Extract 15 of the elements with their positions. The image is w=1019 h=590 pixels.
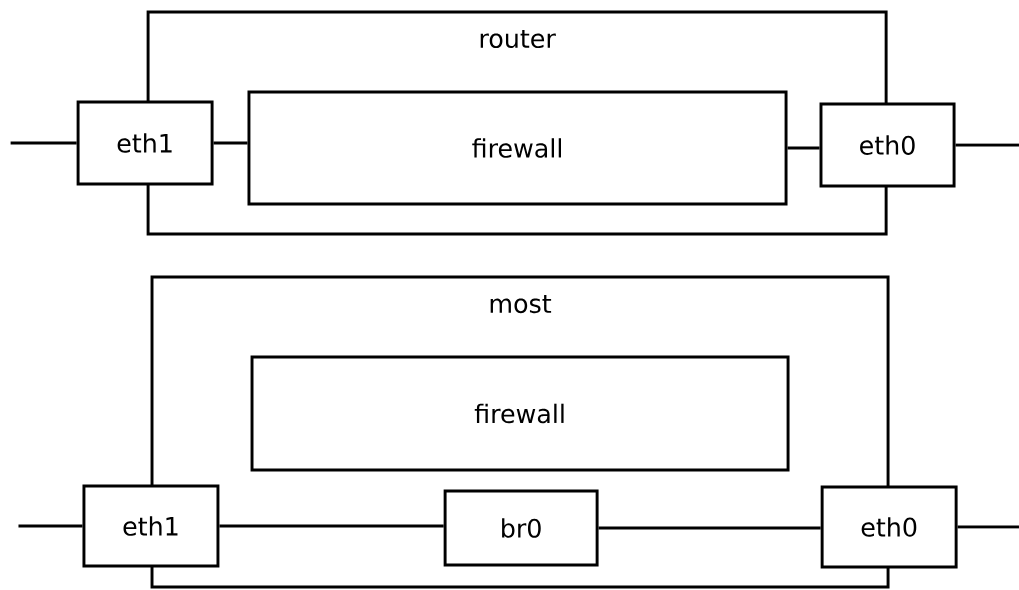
connector-line xyxy=(787,146,820,150)
connector-line xyxy=(18,524,83,528)
connector-line xyxy=(955,143,1019,147)
interface-box: eth0 xyxy=(819,102,956,188)
interface-box: eth1 xyxy=(82,484,220,568)
interface-box: br0 xyxy=(443,489,599,567)
process-box: firewall xyxy=(250,355,790,472)
connector-line xyxy=(598,526,821,530)
process-box: firewall xyxy=(247,90,788,206)
connector-line xyxy=(10,141,77,145)
connector-line xyxy=(213,141,248,145)
connector-line xyxy=(957,525,1019,529)
connector-line xyxy=(219,524,444,528)
interface-box: eth1 xyxy=(76,100,214,186)
interface-box: eth0 xyxy=(820,485,958,569)
